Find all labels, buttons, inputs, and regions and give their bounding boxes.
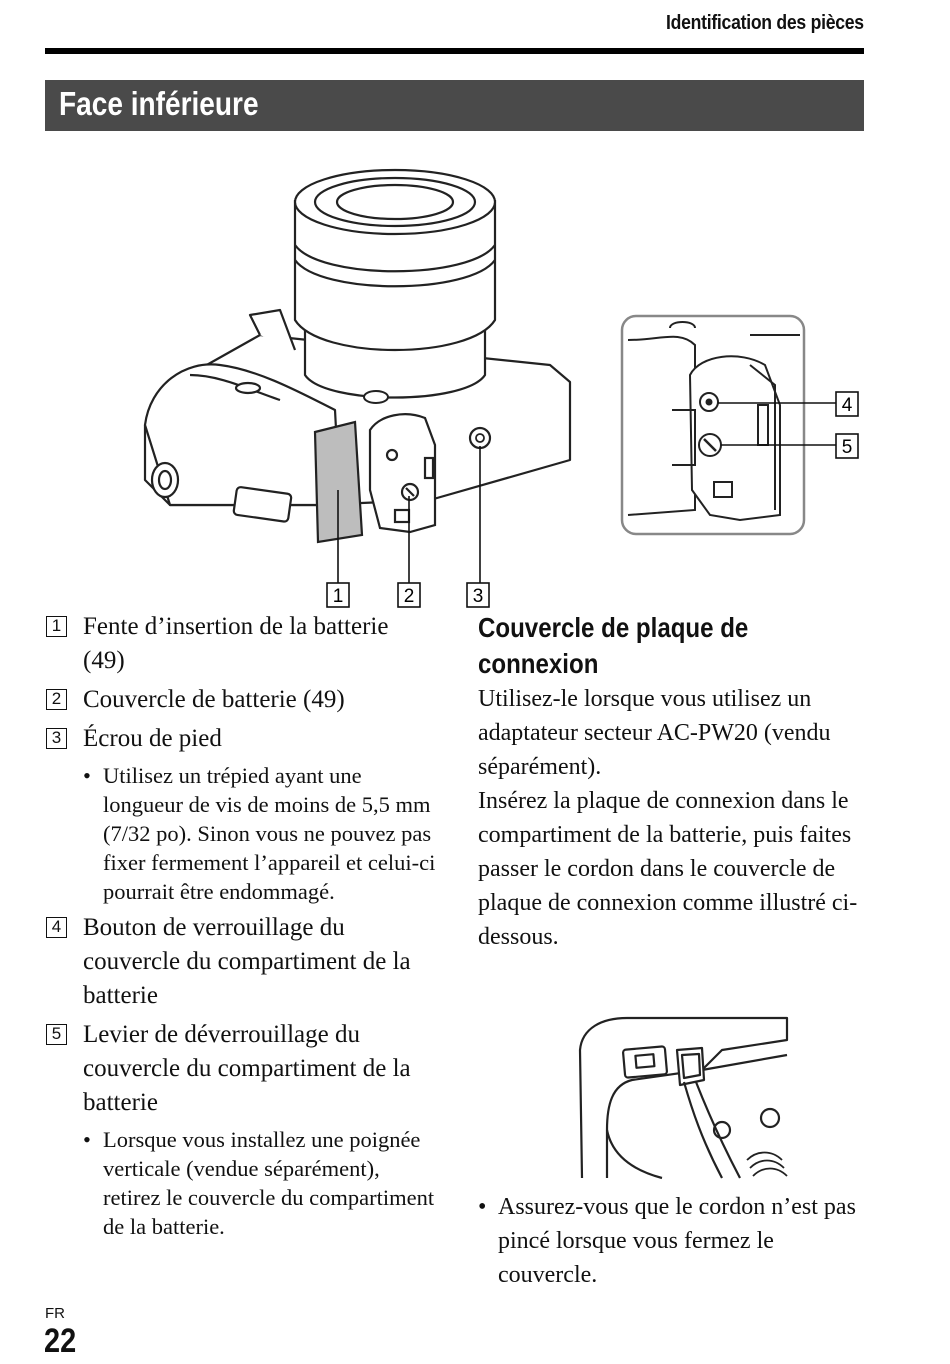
- item-note: Utilisez un trépied ayant une longueur d…: [46, 761, 436, 906]
- list-item: 4 Bouton de verrouillage du couvercle du…: [46, 911, 436, 1013]
- list-item: 2 Couvercle de batterie (49): [46, 683, 436, 717]
- item-number-box: 2: [46, 689, 67, 710]
- item-number-box: 5: [46, 1024, 67, 1045]
- running-header: Identification des pièces: [666, 12, 864, 34]
- callout-2: 2: [404, 586, 415, 607]
- callout-4: 4: [842, 395, 853, 416]
- callout-1: 1: [333, 586, 344, 607]
- item-text: Bouton de verrouillage du couvercle du c…: [83, 914, 411, 1009]
- callout-5: 5: [842, 437, 853, 458]
- battery-cover-detail-illustration: 4 5: [620, 314, 859, 536]
- section-banner: Face inférieure: [45, 80, 864, 131]
- item-text: Fente d’insertion de la batterie (49): [83, 613, 389, 674]
- bullet-note: Assurez-vous que le cordon n’est pas pin…: [478, 1190, 868, 1292]
- item-number-box: 3: [46, 728, 67, 749]
- callout-3: 3: [473, 586, 484, 607]
- section-title: Face inférieure: [59, 85, 259, 122]
- cord-routing-illustration: [578, 1016, 789, 1180]
- list-item: 5 Levier de déverrouillage du couvercle …: [46, 1018, 436, 1120]
- header-rule: [45, 48, 864, 54]
- page-number: 22: [44, 1322, 77, 1360]
- connection-cover-section: Couvercle de plaque de connexion Utilise…: [478, 610, 868, 954]
- item-note: Lorsque vous installez une poignée verti…: [46, 1125, 436, 1241]
- parts-list: 1 Fente d’insertion de la batterie (49) …: [46, 610, 436, 1246]
- item-text: Levier de déverrouillage du couvercle du…: [83, 1021, 411, 1116]
- list-item: 1 Fente d’insertion de la batterie (49): [46, 610, 436, 678]
- item-number-box: 4: [46, 917, 67, 938]
- item-number-box: 1: [46, 616, 67, 637]
- list-item: 3 Écrou de pied: [46, 722, 436, 756]
- paragraph: Utilisez-le lorsque vous utilisez un ada…: [478, 686, 831, 780]
- item-text: Écrou de pied: [83, 725, 222, 752]
- item-text: Couvercle de batterie (49): [83, 686, 345, 713]
- subsection-title: Couvercle de plaque de connexion: [478, 612, 749, 679]
- language-label: FR: [45, 1305, 65, 1322]
- camera-bottom-illustration: 1 2 3: [143, 168, 572, 608]
- paragraph: Insérez la plaque de connexion dans le c…: [478, 788, 858, 950]
